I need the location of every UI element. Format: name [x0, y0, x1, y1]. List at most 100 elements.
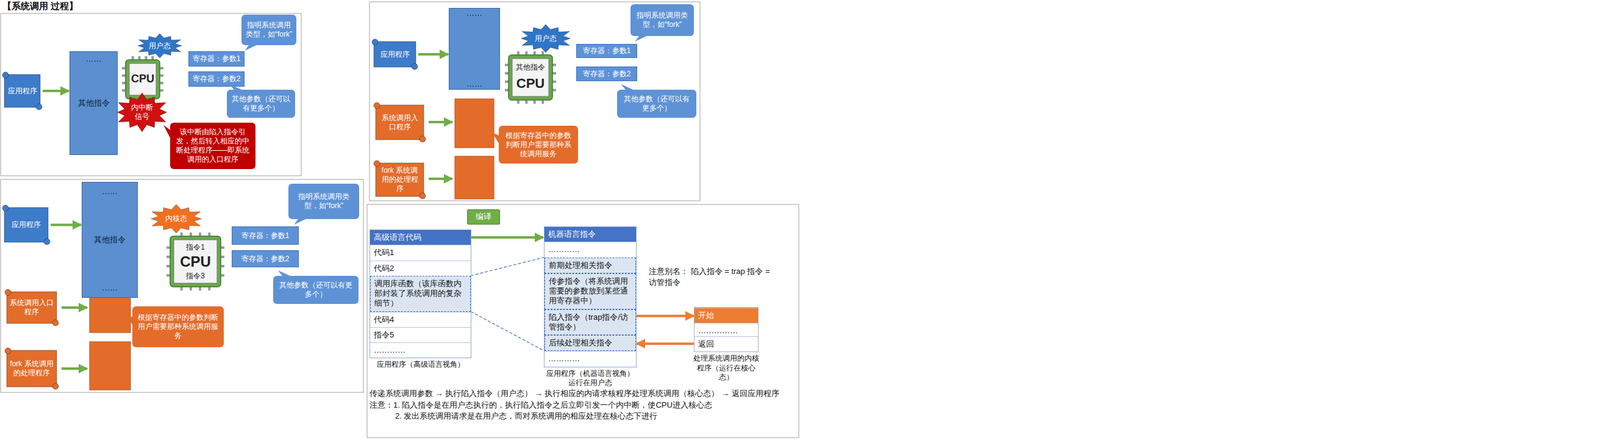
starburst [137, 33, 182, 58]
text-slot: CPU [121, 72, 164, 86]
table-caption: 处理系统调用的内核程序（运行在核心态） [692, 353, 761, 383]
text-stack: 其他参数（还可以有更多个） [617, 89, 697, 118]
table-row: 调用库函数（该库函数内部封装了系统调用的复杂细节） [370, 275, 471, 312]
code-table: 高级语言代码应用程序（高级语言视角）代码1代码2调用库函数（该库函数内部封装了系… [369, 229, 472, 358]
block-label: …… [82, 186, 138, 197]
connector [42, 89, 69, 93]
scroll-text: fork 系统调用的处理程序 [9, 359, 55, 378]
text-stack: 应用程序 [371, 38, 419, 71]
connector [635, 314, 694, 318]
callout-body [630, 4, 694, 36]
register-box: 寄存器：参数1 [576, 43, 638, 58]
note-text: 注意别名： 陷入指令 = trap 指令 = 访管指令 [648, 265, 780, 288]
note-text: 注意：1. 陷入指令是在用户态执行的，执行陷入指令之后立即引发一个内中断，使CP… [369, 399, 796, 411]
scroll-curl [2, 71, 9, 79]
program-block [454, 156, 494, 199]
row-text: 陷入指令（trap指令/访管指令） [548, 312, 632, 333]
connector [470, 257, 545, 276]
text-stack: 根据寄存器中的参数判断用户需要那种系统调用服务 [132, 306, 224, 347]
chip-label: CPU [121, 72, 164, 86]
row-text: ………… [548, 244, 633, 255]
text-stack: 系统调用入口程序 [373, 101, 427, 143]
star-text: 用户态 [147, 41, 172, 51]
code-table: 机器语言指令应用程序（机器语言视角） 运行在用户态…………前期处理相关指令传参指… [543, 226, 637, 368]
star-text: 用户态 [533, 34, 558, 44]
chip-label: CPU [166, 252, 225, 271]
table-row: ………… [544, 350, 636, 366]
text-slot: 应用程序（高级语言视角） [369, 359, 472, 370]
scroll-body [375, 104, 424, 140]
green-arrow [61, 367, 88, 370]
text-stack: 应用程序 [1, 204, 51, 246]
call-text: 根据寄存器中的参数判断用户需要那种系统调用服务 [136, 312, 220, 341]
connector [418, 53, 449, 56]
scroll-body [4, 207, 49, 243]
scroll-curl [411, 63, 418, 70]
text-stack: 内核态 [148, 204, 205, 233]
table-row: ………… [544, 241, 636, 257]
callout-box: 根据寄存器中的参数判断用户需要那种系统调用服务 [132, 306, 224, 347]
scroll-body [4, 74, 41, 108]
text-slot: CPU [166, 252, 225, 271]
green-text: 编译 [475, 211, 492, 222]
callout-box: 其他参数（还可以有更多个） [617, 89, 697, 118]
table-row: 代码1 [370, 244, 471, 260]
text-stack: 指明系统调用类型，如“fork” [288, 183, 360, 219]
chip-label: 指令3 [166, 271, 225, 280]
text-slot: …… [449, 8, 500, 19]
callout-tail [125, 314, 133, 326]
scroll-curl [373, 160, 380, 167]
starburst [151, 204, 202, 233]
text-slot: 指令3 [166, 271, 225, 280]
diagram-title: 【系统调用 过程】 [2, 0, 79, 13]
scroll-curl [43, 238, 50, 245]
green-arrow [428, 177, 453, 180]
text-slot: …… [70, 54, 118, 65]
note-text: 传递系统调用参数 → 执行陷入指令（用户态） → 执行相应的内请求核程序处理系统… [369, 387, 796, 399]
call-text: 指明系统调用类型，如“fork” [292, 192, 355, 211]
callout-tail [278, 270, 292, 277]
compile-box: 编译 [467, 209, 500, 225]
table-header: 机器语言指令 [544, 226, 636, 242]
block-label: …… [449, 8, 500, 19]
callout-body [273, 275, 359, 304]
text-stack: 寄存器：参数2 [576, 67, 637, 81]
scroll-body [373, 41, 416, 68]
callout-body [241, 14, 297, 46]
block-label: …… [70, 54, 118, 65]
block-label: 其他指令 [82, 234, 138, 245]
call-text: 其他参数（还可以有更多个） [277, 280, 355, 299]
text-stack: 应用程序 [1, 71, 43, 111]
starburst [117, 92, 168, 132]
text-stack: 其他参数（还可以有更多个） [226, 89, 296, 118]
register-box: 寄存器：参数1 [231, 226, 299, 245]
program-scroll: 应用程序 [1, 71, 43, 111]
instruction-block: ……其他指令…… [81, 181, 138, 298]
scroll-text: fork 系统调用的处理程序 [378, 165, 422, 194]
scroll-curl [52, 319, 59, 326]
call-text: 指明系统调用类型，如“fork” [634, 10, 690, 30]
callout-tail [635, 35, 649, 42]
callout-body [498, 125, 579, 164]
text-slot: 注意别名： 陷入指令 = trap 指令 = 访管指令 [648, 265, 780, 288]
table-row: 代码4 [370, 311, 471, 327]
text-slot: 其他指令 [82, 234, 138, 245]
program-scroll: 系统调用入口程序 [373, 101, 427, 143]
text-slot: 处理系统调用的内核程序（运行在核心态） [692, 353, 761, 383]
text-stack: 寄存器：参数1 [189, 51, 244, 66]
state-burst: 用户态 [518, 24, 574, 53]
scroll-curl [35, 103, 43, 110]
row-text: ………… [373, 345, 468, 355]
scroll-text: 应用程序 [380, 50, 410, 60]
text-stack: 寄存器：参数2 [189, 71, 244, 86]
scroll-curl [2, 204, 9, 211]
callout-tail [621, 84, 635, 91]
table-header: 高级语言代码 [370, 229, 471, 245]
text-slot: 传递系统调用参数 → 执行陷入指令（用户态） → 执行相应的内请求核程序处理系统… [369, 387, 796, 399]
panel-frame [367, 204, 799, 438]
state-burst: 用户态 [135, 33, 185, 58]
callout-body [226, 89, 296, 118]
chip-label: 其他指令 [504, 62, 557, 72]
row-text: 开始 [698, 310, 755, 321]
callout-box: 其他参数（还可以有更多个） [273, 275, 359, 304]
